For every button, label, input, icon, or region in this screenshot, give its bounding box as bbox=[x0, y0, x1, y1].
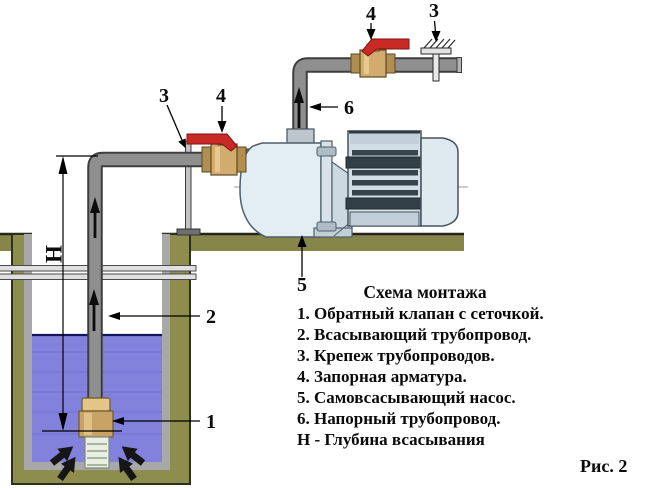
flange-bolt bbox=[316, 146, 337, 157]
callout-numbers: 1 2 3 4 5 6 4 3 bbox=[159, 0, 439, 433]
valve-handle-icon bbox=[361, 38, 410, 57]
pipe-support-upper bbox=[420, 38, 456, 82]
legend-item: 1. Обратный клапан с сеточкой. bbox=[297, 304, 544, 323]
check-valve bbox=[78, 397, 114, 469]
legend-title: Схема монтажа bbox=[363, 282, 486, 302]
callout-check-valve: 1 bbox=[206, 411, 216, 433]
strainer bbox=[84, 436, 110, 469]
ball-valve-upper bbox=[350, 38, 410, 78]
pump-body bbox=[239, 142, 322, 238]
intake-arrows bbox=[49, 446, 146, 482]
legend: Схема монтажа 1. Обратный клапан с сеточ… bbox=[297, 282, 627, 476]
pipe-open-end bbox=[456, 57, 462, 73]
callout-pump: 5 bbox=[297, 274, 307, 296]
legend-item: 4. Запорная арматура. bbox=[297, 367, 467, 386]
intake-arrow-icon bbox=[118, 456, 137, 482]
depth-label: Н bbox=[42, 245, 67, 263]
legend-item: 2. Всасывающий трубопровод. bbox=[297, 325, 531, 344]
motor-end-cap bbox=[420, 137, 459, 227]
legend-item: 6. Напорный трубопровод. bbox=[297, 409, 500, 428]
callout-suction-pipe: 2 bbox=[206, 306, 216, 328]
discharge-pipe bbox=[292, 57, 462, 134]
intake-arrow-icon bbox=[49, 446, 74, 466]
legend-item: 3. Крепеж трубопроводов. bbox=[297, 346, 495, 365]
motor-tie-rod bbox=[345, 156, 425, 169]
valve-handle-icon bbox=[186, 133, 238, 152]
depth-dimension bbox=[42, 155, 122, 432]
flow-arrows bbox=[89, 87, 304, 331]
motor-tie-rod bbox=[345, 197, 425, 210]
intake-arrow-icon bbox=[121, 446, 146, 466]
callout-valve-upper: 4 bbox=[366, 3, 376, 25]
ball-valve-lower bbox=[186, 133, 247, 176]
callout-support-upper: 3 bbox=[429, 0, 439, 22]
motor bbox=[345, 130, 459, 227]
callout-valve-lower: 4 bbox=[216, 85, 226, 107]
callout-support-lower: 3 bbox=[159, 85, 169, 107]
figure-caption: Рис. 2 bbox=[580, 456, 627, 476]
suction-pipe bbox=[87, 151, 258, 400]
pump bbox=[234, 128, 468, 238]
intake-arrow-icon bbox=[57, 456, 76, 482]
legend-item: 5. Самовсасывающий насос. bbox=[297, 388, 516, 407]
flange-bolt bbox=[316, 221, 337, 232]
callout-discharge-pipe: 6 bbox=[344, 97, 354, 119]
callout-leaders bbox=[108, 20, 441, 425]
legend-item: Н - Глубина всасывания bbox=[297, 430, 485, 449]
